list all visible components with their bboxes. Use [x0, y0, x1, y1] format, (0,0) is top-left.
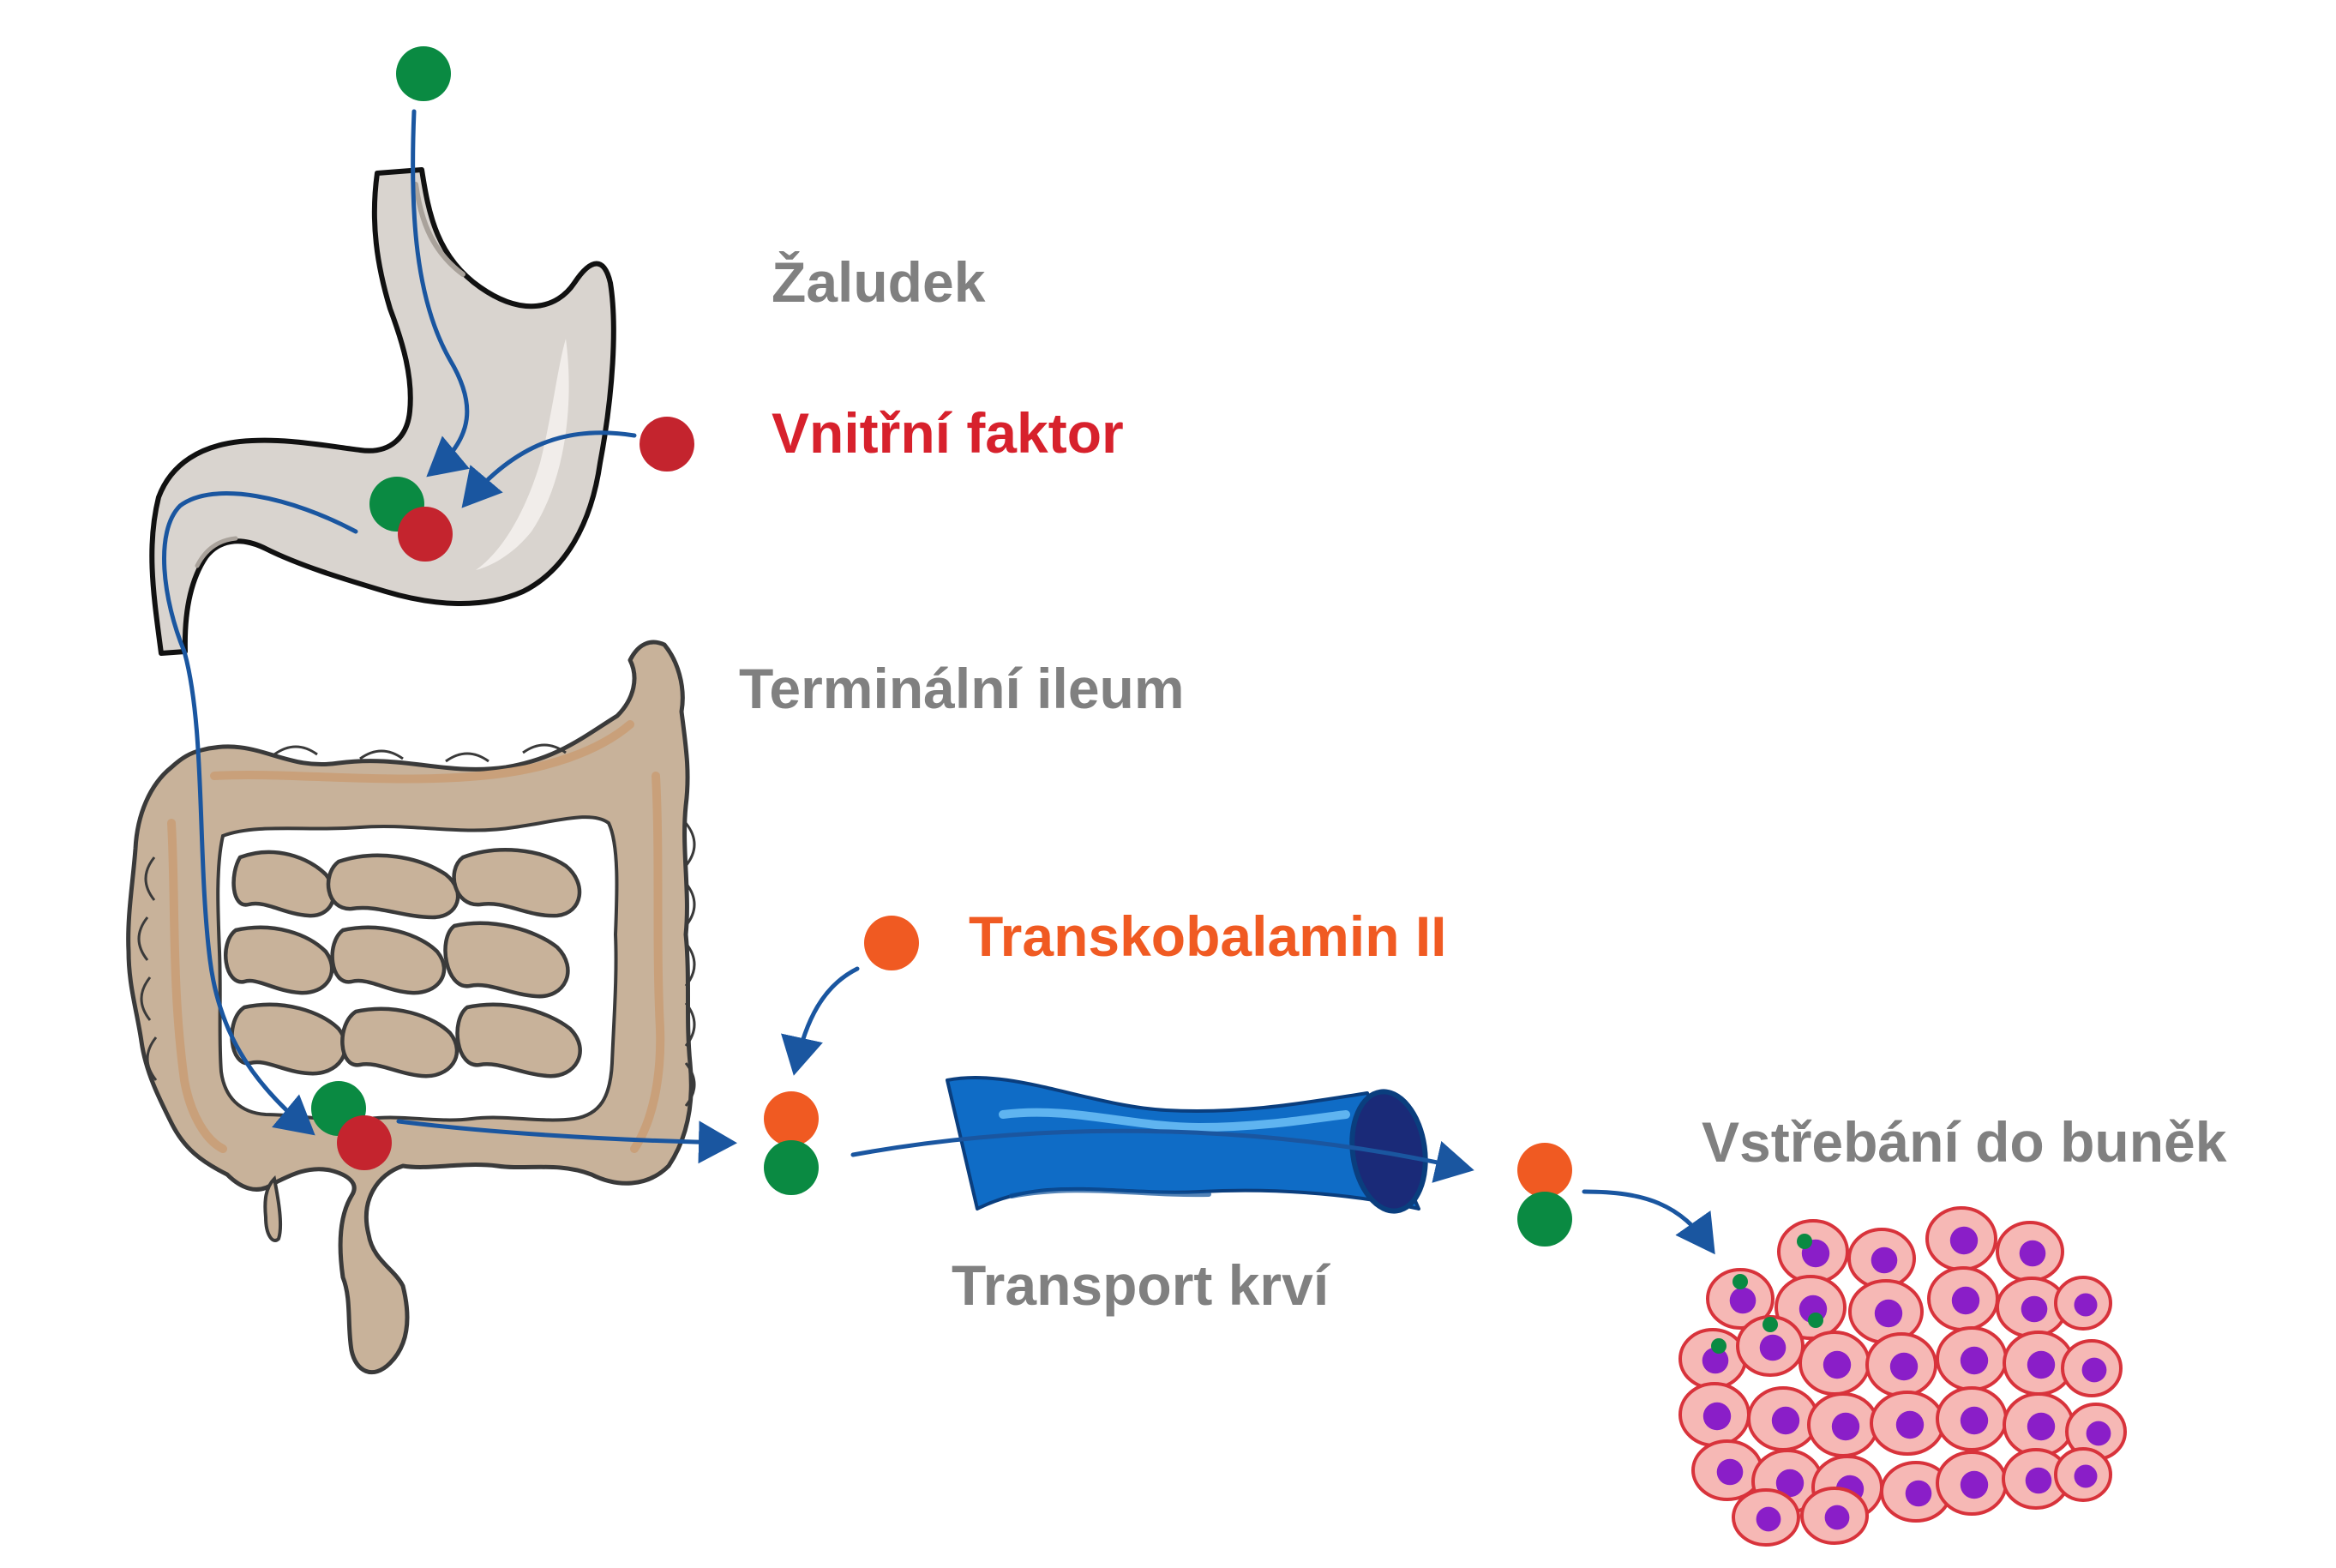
cell-nucleus: [1702, 1402, 1732, 1431]
cell-nucleus: [1874, 1299, 1903, 1328]
cell-nucleus: [2021, 1295, 2048, 1323]
cell-nucleus: [1756, 1506, 1781, 1532]
cell-nucleus: [1951, 1286, 1980, 1315]
cell-nucleus: [2086, 1421, 2111, 1446]
cell-nucleus: [1960, 1346, 1989, 1375]
cell-nucleus: [1771, 1406, 1800, 1435]
cell-nucleus: [1824, 1505, 1850, 1530]
intrinsic-factor-icon: [640, 417, 694, 472]
absorbed-b12-dot: [1763, 1317, 1778, 1332]
cell-nucleus: [2025, 1467, 2052, 1494]
cell-nucleus: [1871, 1247, 1898, 1274]
blood-vessel-icon: [946, 1076, 1428, 1214]
arrow-transcobalamin: [781, 966, 860, 1076]
arrow-through-blood: [850, 1128, 1474, 1183]
cell-nucleus: [1889, 1352, 1919, 1381]
cell-nucleus: [1949, 1226, 1979, 1255]
absorbed-b12-dot: [1732, 1274, 1748, 1289]
cell-nucleus: [1823, 1350, 1852, 1379]
cell-nucleus: [2027, 1412, 2056, 1441]
arrow-ileum-to-blood: [396, 1119, 737, 1164]
cell-nucleus: [2081, 1357, 2107, 1383]
arrow-to-cells: [1582, 1189, 1715, 1255]
arrow-ingestion: [411, 109, 470, 478]
b12-molecule-icon: [396, 46, 451, 101]
arrow-stomach-to-ileum: [162, 491, 358, 1136]
b12-if-complex-stomach: [369, 477, 453, 562]
cell-nucleus: [2019, 1240, 2046, 1267]
label-terminal-ileum: Terminální ileum: [739, 657, 1185, 720]
label-intrinsic-factor: Vnitřní faktor: [772, 401, 1124, 465]
b12-if-complex-ileum: [311, 1081, 392, 1170]
label-stomach: Žaludek: [772, 250, 986, 314]
cell-nucleus: [2074, 1293, 2098, 1317]
cell-nucleus: [1759, 1334, 1787, 1361]
transcobalamin-icon: [864, 916, 919, 970]
b12-tc-complex-ileum-exit: [764, 1091, 819, 1195]
cell-nucleus: [2074, 1464, 2098, 1488]
cell-cluster-icon: [1678, 1206, 2127, 1547]
cell-nucleus: [1831, 1412, 1860, 1441]
cell-nucleus: [1729, 1287, 1757, 1314]
flow-arrows: [162, 109, 1715, 1255]
arrow-intrinsic-factor: [461, 430, 637, 508]
cell-nucleus: [1895, 1410, 1925, 1439]
cell-nucleus: [2027, 1350, 2056, 1379]
intestine-icon: [126, 640, 696, 1375]
label-transcobalamin: Transkobalamin II: [969, 904, 1447, 968]
cell-nucleus: [1960, 1470, 1989, 1499]
b12-tc-complex-blood: [1517, 1143, 1572, 1247]
absorbed-b12-dot: [1797, 1234, 1812, 1249]
cell-nucleus: [1716, 1458, 1744, 1486]
cell-nucleus: [1960, 1406, 1989, 1435]
stomach-icon: [149, 167, 616, 656]
label-blood-transport: Transport krví: [952, 1253, 1331, 1317]
label-cell-uptake: Vstřebání do buněk: [1702, 1110, 2227, 1174]
cell-nucleus: [1775, 1469, 1805, 1498]
cell-nucleus: [1905, 1480, 1932, 1507]
absorbed-b12-dot: [1808, 1313, 1823, 1328]
absorbed-b12-dot: [1711, 1338, 1726, 1354]
cell-nucleus: [1702, 1347, 1729, 1374]
